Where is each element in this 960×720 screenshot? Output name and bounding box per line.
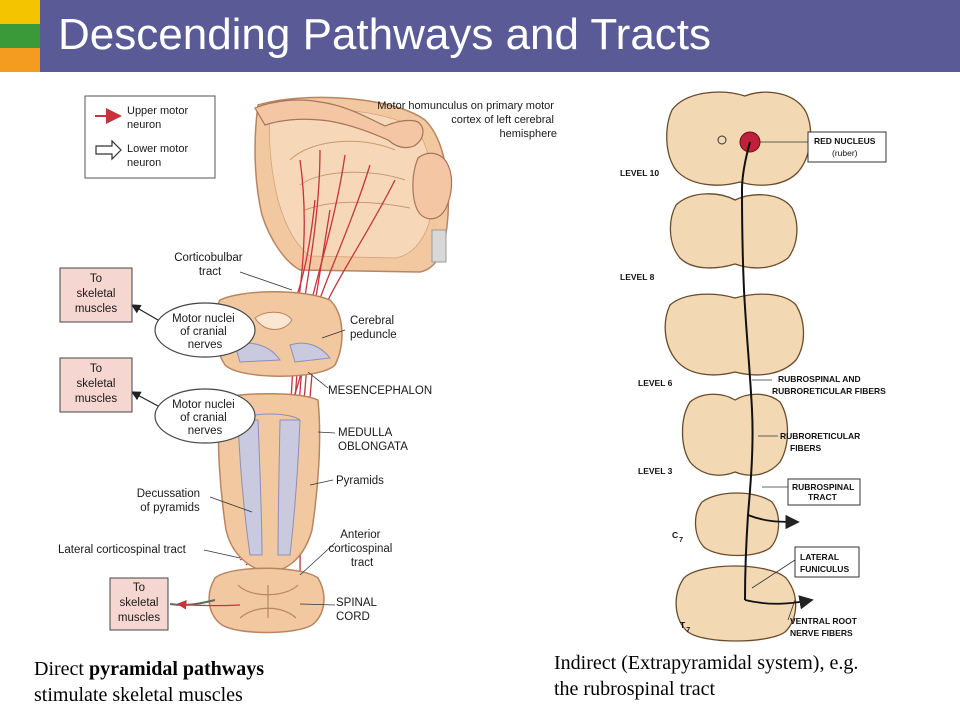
accent-square-green [0, 24, 40, 48]
c7-label: C7 [672, 530, 683, 544]
rubroreticular-label: RUBRORETICULAR FIBERS [780, 431, 863, 453]
motor-nuclei-ellipse-upper [154, 302, 256, 358]
right-figure: RED NUCLEUS (ruber) LEVEL 10 LEVEL 8 LEV… [620, 91, 887, 642]
caption-left-bold: pyramidal pathways [88, 658, 265, 680]
cerebral-peduncle-label: Cerebral peduncle [350, 315, 397, 341]
brainstem-column [217, 392, 321, 573]
accent-square-yellow [0, 0, 40, 24]
lateral-corticospinal-label: Lateral corticospinal tract [58, 544, 187, 556]
lateral-funiculus-label: LATERAL FUNICULUS [800, 552, 849, 574]
rubrospinal-fibers-label: RUBROSPINAL AND RUBRORETICULAR FIBERS [772, 374, 886, 396]
svg-text:Upper motor neuron: Upper motor neuron Lower motor neuron [127, 105, 191, 169]
legend-upper-line1: Upper motor [127, 105, 188, 117]
leader-lines-left [203, 271, 346, 606]
mesencephalon-label: MESENCEPHALON [328, 385, 432, 397]
rubrospinal-tract-label: RUBROSPINAL TRACT [792, 482, 857, 502]
level-6-label: LEVEL 6 [638, 378, 673, 388]
legend-upper-line2: neuron [127, 119, 161, 131]
caption-left-line2: stimulate skeletal muscles [34, 684, 243, 706]
corticobulbar-label: Corticobulbar tract [174, 252, 246, 278]
caption-right-line1: Indirect (Extrapyramidal system), e.g. [554, 652, 859, 674]
decussation-label: Decussation of pyramids [137, 488, 204, 514]
legend-lower-line2: neuron [127, 157, 161, 169]
cerebral-hemisphere [254, 96, 453, 273]
slide-title: Descending Pathways and Tracts [58, 10, 712, 59]
descending-pathways-figure: Upper motor neuron Lower motor neuron [58, 91, 887, 642]
spinal-cord-section [169, 567, 325, 634]
section-level-8 [669, 193, 798, 269]
left-figure: Upper motor neuron Lower motor neuron [58, 95, 557, 634]
accent-square-orange [0, 48, 40, 72]
section-c7 [694, 492, 780, 557]
section-t7 [675, 565, 797, 642]
motor-nuclei-label-upper: Motor nuclei of cranial nerves [172, 313, 238, 351]
motor-nuclei-label-lower: Motor nuclei of cranial nerves [172, 399, 238, 437]
medulla-label: MEDULLA OBLONGATA [338, 427, 408, 453]
level-3-label: LEVEL 3 [638, 466, 673, 476]
caption-right: Indirect (Extrapyramidal system), e.g. t… [554, 650, 858, 702]
legend-box: Upper motor neuron Lower motor neuron [84, 95, 216, 179]
section-level-3 [681, 393, 789, 476]
homunculus-label: Motor homunculus on primary motor cortex… [377, 100, 557, 140]
level-10-label: LEVEL 10 [620, 168, 659, 178]
anterior-corticospinal-label: Anterior corticospinal tract [328, 529, 395, 569]
ventral-root-label: VENTRAL ROOT NERVE FIBERS [790, 616, 859, 638]
spinal-cord-label: SPINAL CORD [336, 597, 380, 623]
level-8-label: LEVEL 8 [620, 272, 655, 282]
t7-label: T7 [680, 620, 690, 634]
leader-lines-right [751, 141, 810, 621]
pyramids-label: Pyramids [336, 475, 384, 487]
title-bar: Descending Pathways and Tracts [40, 0, 960, 72]
section-level-6 [664, 293, 805, 376]
section-level-10 [666, 91, 812, 186]
caption-left: Direct pyramidal pathways stimulate skel… [34, 656, 264, 708]
caption-left-prefix: Direct [34, 658, 89, 680]
caption-right-line2: the rubrospinal tract [554, 678, 716, 700]
motor-nuclei-ellipse-lower [154, 388, 256, 444]
red-nucleus-label: RED NUCLEUS (ruber) [814, 136, 878, 158]
rubrospinal-pathway [740, 141, 754, 601]
legend-lower-line1: Lower motor [127, 143, 188, 155]
mesencephalon-section [213, 291, 343, 377]
